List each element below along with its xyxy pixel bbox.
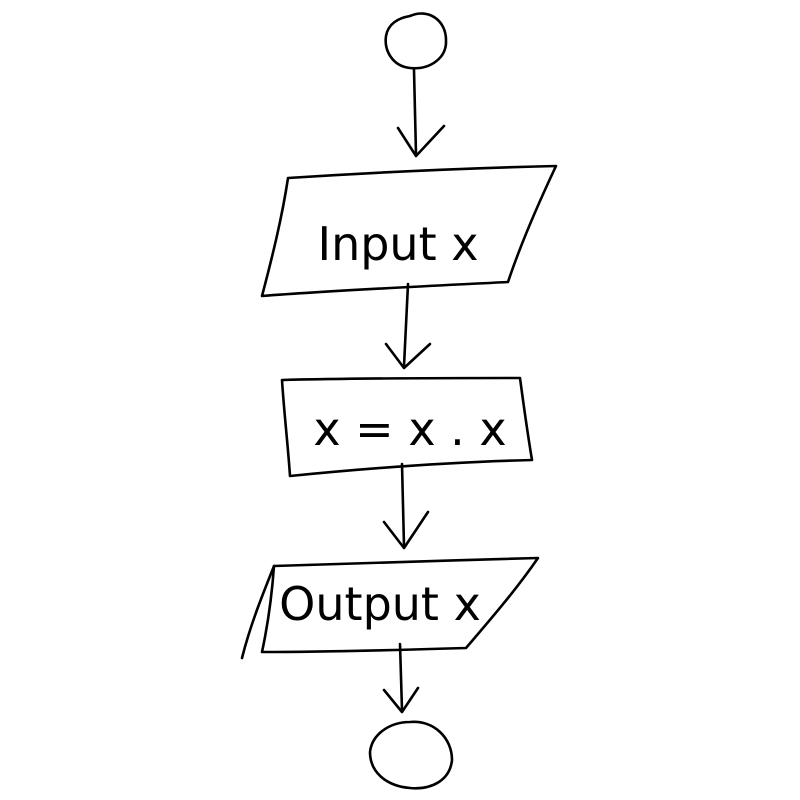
output-node: Output x (240, 556, 540, 660)
arrow-input-to-process (384, 282, 432, 370)
end-node (368, 720, 454, 790)
process-node-label: x = x . x (313, 402, 506, 456)
arrow-output-to-end (382, 642, 420, 714)
input-node: Input x (260, 164, 558, 298)
process-node: x = x . x (280, 376, 534, 478)
arrow-process-to-output (382, 462, 430, 550)
arrow-start-to-input (396, 68, 446, 158)
input-node-label: Input x (318, 217, 479, 271)
output-node-label: Output x (279, 577, 481, 631)
start-node (384, 12, 448, 70)
